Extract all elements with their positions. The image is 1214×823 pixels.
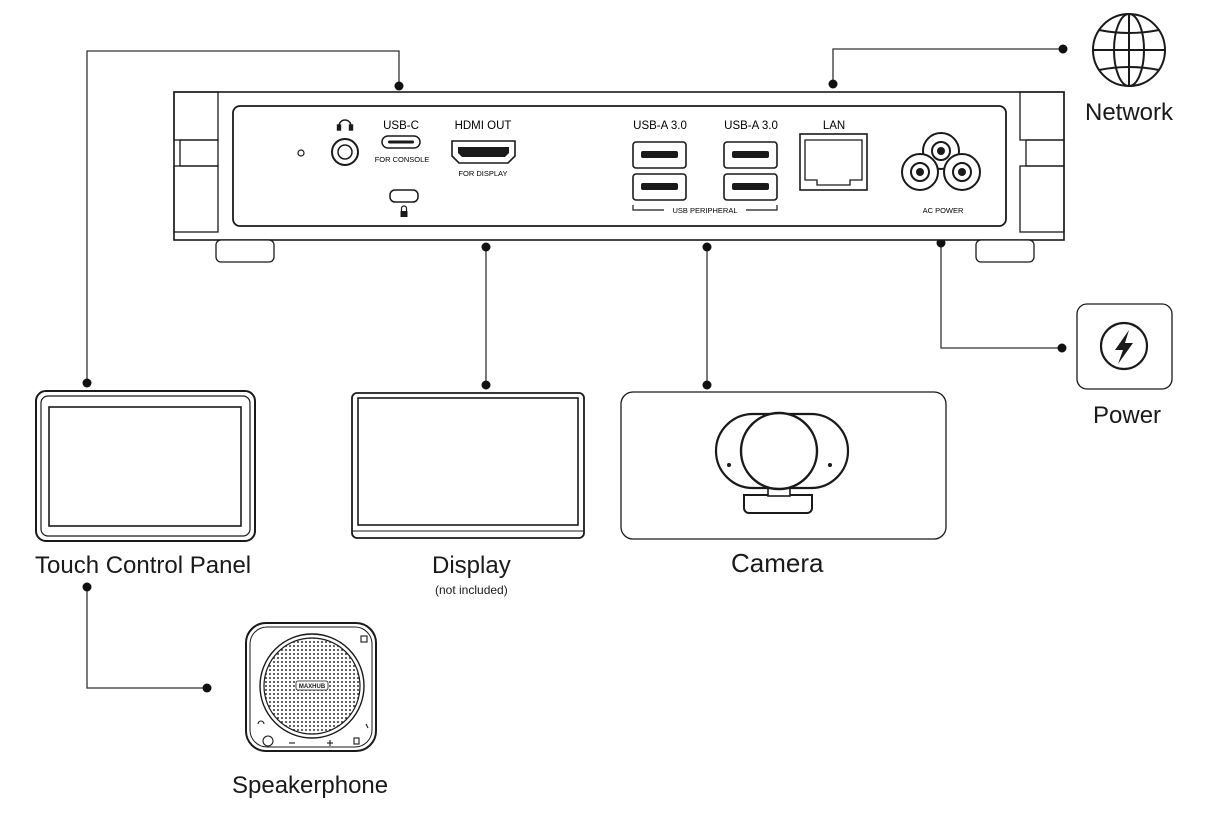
lightning-icon: [1115, 330, 1133, 364]
power-device: [1076, 303, 1173, 390]
hdmi-label: HDMI OUT: [455, 120, 512, 132]
hdmi-sublabel: FOR DISPLAY: [458, 169, 507, 178]
line-network: [832, 48, 1063, 84]
display-label: Display: [432, 552, 511, 579]
ac-power-label: AC POWER: [923, 206, 964, 215]
speakerphone-label: Speakerphone: [232, 772, 389, 799]
touch-panel-label: Touch Control Panel: [35, 552, 252, 579]
usb-c-label: USB-C: [383, 120, 419, 132]
lock-icon: [400, 205, 408, 217]
power-label: Power: [1093, 402, 1162, 429]
lan-label: LAN: [823, 120, 845, 132]
camera-device: [620, 391, 947, 540]
connection-lines: [86, 48, 1063, 689]
camera-label: Camera: [731, 548, 824, 578]
main-unit: USB-C FOR CONSOLE HDMI OUT FOR DISPLAY U…: [173, 91, 1065, 263]
globe-icon: [1092, 13, 1166, 87]
usb-c-sublabel: FOR CONSOLE: [375, 155, 430, 164]
ac-power-inlet: [901, 132, 981, 191]
line-power: [940, 243, 1062, 349]
headphone-icon: [336, 119, 354, 131]
connection-dots: [82, 44, 1068, 693]
usb-peripheral-label: USB PERIPHERAL: [672, 206, 737, 215]
speaker-brand: MAXHUB: [299, 684, 326, 690]
touch-control-panel: [35, 390, 256, 542]
display-note: (not included): [435, 583, 508, 597]
line-touch-panel: [86, 50, 400, 383]
usb-a-label-2: USB-A 3.0: [724, 120, 778, 132]
network-label: Network: [1085, 99, 1174, 126]
display-device: [351, 392, 585, 539]
speakerphone-device: MAXHUB: [245, 622, 377, 752]
usb-a-label-1: USB-A 3.0: [633, 120, 687, 132]
line-speakerphone: [86, 587, 207, 689]
